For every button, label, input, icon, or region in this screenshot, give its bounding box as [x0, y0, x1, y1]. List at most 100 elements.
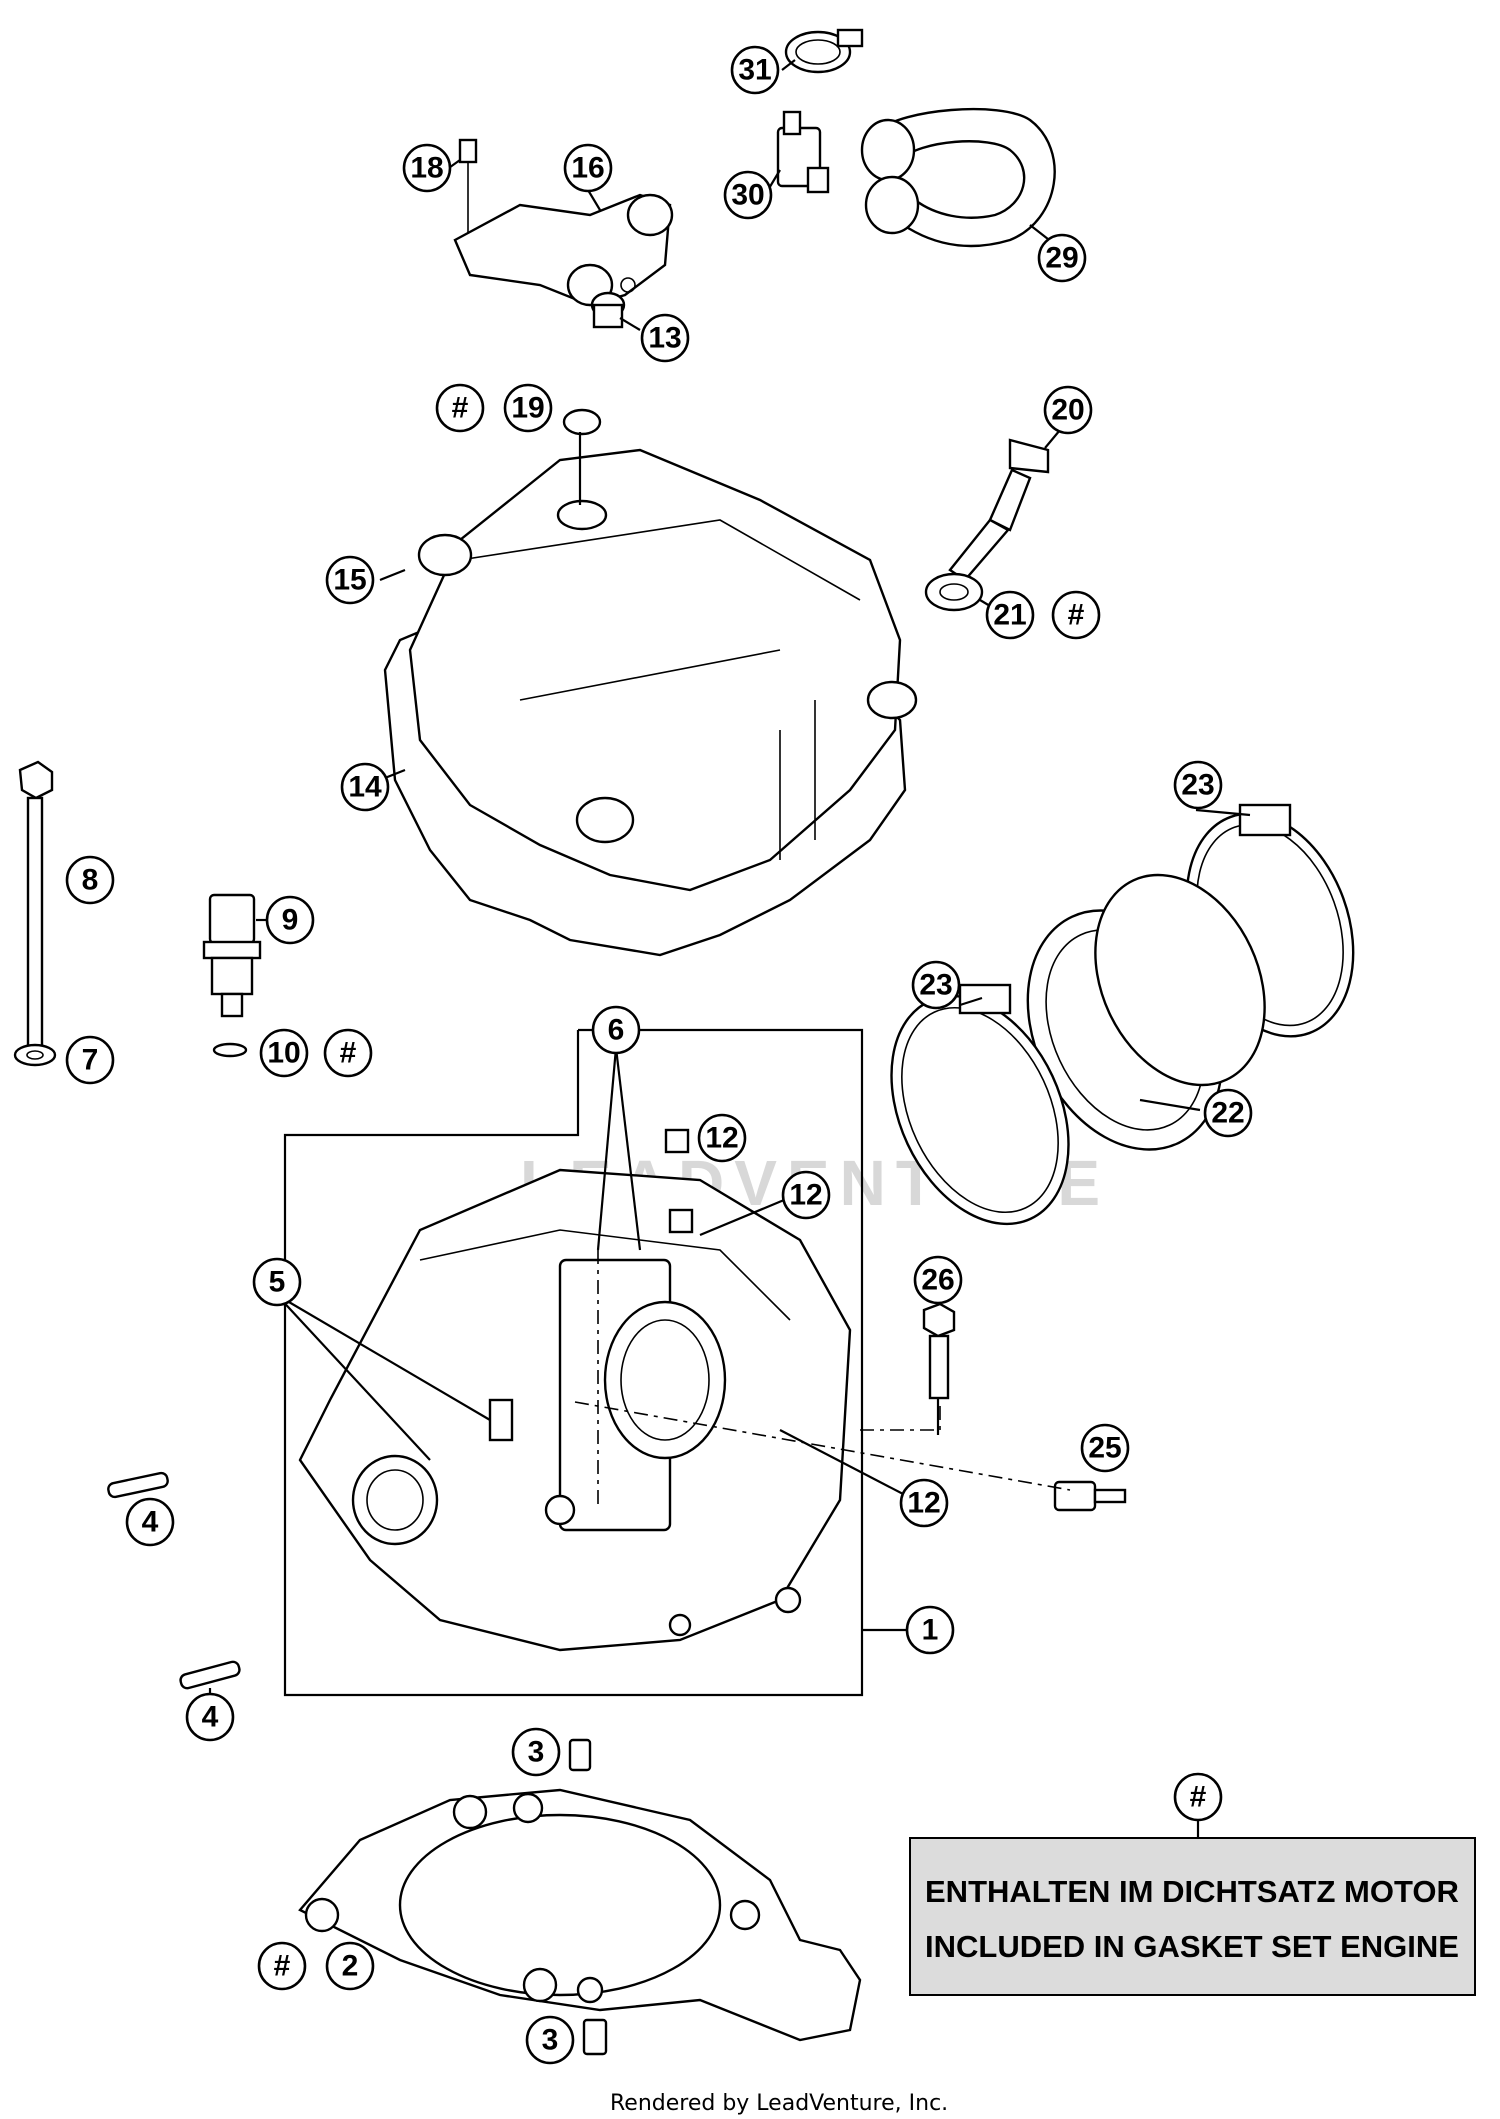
callout-10: 10: [259, 1028, 309, 1078]
callout-hash-legend: #: [1173, 1772, 1223, 1822]
svg-text:10: 10: [267, 1037, 300, 1070]
callout-14: 14: [340, 762, 390, 812]
callout-hash-19: #: [435, 383, 485, 433]
callout-12-bottom: 12: [899, 1478, 949, 1528]
callout-26: 26: [913, 1255, 963, 1305]
callout-13: 13: [640, 313, 690, 363]
svg-text:#: #: [274, 1950, 291, 1983]
svg-text:19: 19: [511, 392, 544, 425]
callout-19: 19: [503, 383, 553, 433]
callout-25: 25: [1080, 1423, 1130, 1473]
callout-hash-10: #: [323, 1028, 373, 1078]
bolt-18: [458, 138, 478, 250]
head-gasket-2: [298, 1788, 862, 2042]
callout-15: 15: [325, 555, 375, 605]
svg-text:18: 18: [410, 152, 443, 185]
seal-21: [924, 572, 984, 612]
svg-text:2: 2: [342, 1950, 359, 1983]
callout-21: 21: [985, 590, 1035, 640]
svg-text:22: 22: [1211, 1097, 1244, 1130]
svg-text:8: 8: [82, 864, 99, 897]
svg-text:4: 4: [142, 1506, 159, 1539]
callout-9: 9: [265, 895, 315, 945]
svg-text:1: 1: [922, 1614, 939, 1647]
callout-20: 20: [1043, 385, 1093, 435]
callout-3-upper: 3: [511, 1727, 561, 1777]
svg-text:23: 23: [919, 969, 952, 1002]
svg-text:3: 3: [528, 1736, 545, 1769]
svg-text:#: #: [340, 1037, 357, 1070]
svg-text:16: 16: [571, 152, 604, 185]
sensor-30: [776, 110, 830, 194]
svg-text:13: 13: [648, 322, 681, 355]
callout-7: 7: [65, 1035, 115, 1085]
cylinder-head-group-frame: [283, 1028, 864, 1697]
callout-hash-21: #: [1051, 590, 1101, 640]
bolt-20: [948, 438, 1050, 582]
svg-text:9: 9: [282, 904, 299, 937]
bolt-8: [18, 760, 54, 1050]
nut-12-top: [664, 1128, 690, 1154]
callout-31: 31: [730, 45, 780, 95]
svg-text:12: 12: [705, 1122, 738, 1155]
svg-text:6: 6: [608, 1014, 625, 1047]
svg-text:3: 3: [542, 2024, 559, 2057]
svg-text:21: 21: [993, 599, 1026, 632]
cylinder-head-1: [298, 1168, 852, 1652]
callout-18: 18: [402, 143, 452, 193]
callout-16: 16: [563, 143, 613, 193]
dowel-3-lower: [582, 2018, 608, 2056]
hose-29: [860, 107, 1056, 248]
callout-1: 1: [905, 1605, 955, 1655]
legend-line-2: INCLUDED IN GASKET SET ENGINE: [925, 1929, 1459, 1964]
plug-13: [590, 291, 626, 329]
dowel-pin-4-lower: [179, 1660, 241, 1690]
svg-text:5: 5: [269, 1266, 286, 1299]
bolt-26: [922, 1302, 956, 1400]
svg-text:7: 7: [82, 1044, 99, 1077]
fitting-25: [1053, 1480, 1127, 1512]
temp-sensor-9: [202, 893, 262, 1018]
legend-box: ENTHALTEN IM DICHTSATZ MOTOR INCLUDED IN…: [909, 1837, 1476, 1996]
legend-line-1: ENTHALTEN IM DICHTSATZ MOTOR: [925, 1874, 1459, 1909]
svg-text:12: 12: [907, 1487, 940, 1520]
svg-text:#: #: [452, 392, 469, 425]
intake-boot-22: [1026, 873, 1266, 1151]
svg-text:15: 15: [333, 564, 366, 597]
svg-text:29: 29: [1045, 242, 1078, 275]
callout-3-lower: 3: [525, 2015, 575, 2065]
svg-text:30: 30: [731, 179, 764, 212]
svg-text:26: 26: [921, 1264, 954, 1297]
oring-10: [212, 1042, 248, 1058]
callout-30: 30: [723, 170, 773, 220]
oring-19: [562, 408, 602, 436]
callout-12-top: 12: [697, 1113, 747, 1163]
callout-6: 6: [591, 1005, 641, 1055]
valve-cover-15: [408, 448, 918, 892]
dowel-3-upper: [568, 1738, 592, 1772]
callout-4-upper: 4: [125, 1497, 175, 1547]
clamp-31: [784, 28, 864, 74]
svg-text:20: 20: [1051, 394, 1084, 427]
callout-29: 29: [1037, 233, 1087, 283]
thermostat-housing-16: [453, 193, 674, 307]
svg-text:31: 31: [738, 54, 771, 87]
svg-text:#: #: [1190, 1781, 1207, 1814]
callout-hash-2: #: [257, 1941, 307, 1991]
callout-12-right: 12: [781, 1170, 831, 1220]
callout-23-lower: 23: [911, 960, 961, 1010]
callout-4-lower: 4: [185, 1692, 235, 1742]
credit-text: Rendered by LeadVenture, Inc.: [610, 2091, 948, 2116]
leader-lines: [148, 59, 1251, 1838]
callout-8: 8: [65, 855, 115, 905]
svg-text:25: 25: [1088, 1432, 1121, 1465]
callout-2: 2: [325, 1941, 375, 1991]
dowel-pin-4-upper: [107, 1471, 169, 1499]
callout-5: 5: [252, 1257, 302, 1307]
svg-text:23: 23: [1181, 769, 1214, 802]
svg-text:12: 12: [789, 1179, 822, 1212]
svg-text:4: 4: [202, 1701, 219, 1734]
washer-7: [13, 1043, 57, 1067]
callout-23-upper: 23: [1173, 760, 1223, 810]
